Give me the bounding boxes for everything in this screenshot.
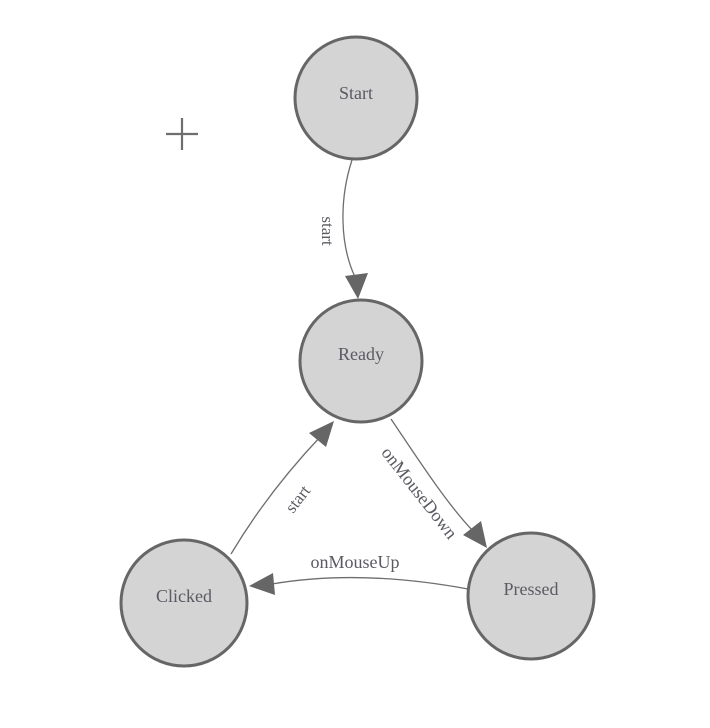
node-pressed[interactable]: Pressed [466,531,596,661]
node-pressed-label: Pressed [504,579,559,599]
edge-label-start-2: start [281,481,314,516]
node-clicked-label: Clicked [156,586,212,606]
edge-start-to-ready[interactable] [342,159,368,299]
edge-line [230,435,322,555]
node-start[interactable]: Start [293,35,419,161]
edge-clicked-to-ready[interactable] [230,421,334,555]
node-ready[interactable]: Ready [298,298,424,424]
node-clicked[interactable]: Clicked [119,538,249,668]
node-ready-circle [298,298,424,424]
arrowhead-icon [463,521,487,548]
edge-label-onmouseup: onMouseUp [311,552,400,572]
edge-line [271,576,469,590]
arrowhead-icon [249,573,275,595]
edge-label-onmousedown: onMouseDown [377,443,461,543]
node-ready-label: Ready [338,344,384,364]
edge-line [342,159,356,278]
edge-label-start-1: start [318,216,337,246]
edge-ready-to-pressed[interactable] [390,418,487,548]
node-start-label: Start [339,83,373,103]
arrowhead-icon [309,421,334,447]
node-start-circle [293,35,419,161]
node-clicked-circle [119,538,249,668]
edge-pressed-to-clicked[interactable] [249,573,469,595]
arrowhead-icon [345,273,368,299]
node-pressed-circle [466,531,596,661]
edge-line [390,418,474,532]
plus-icon[interactable] [166,118,198,150]
